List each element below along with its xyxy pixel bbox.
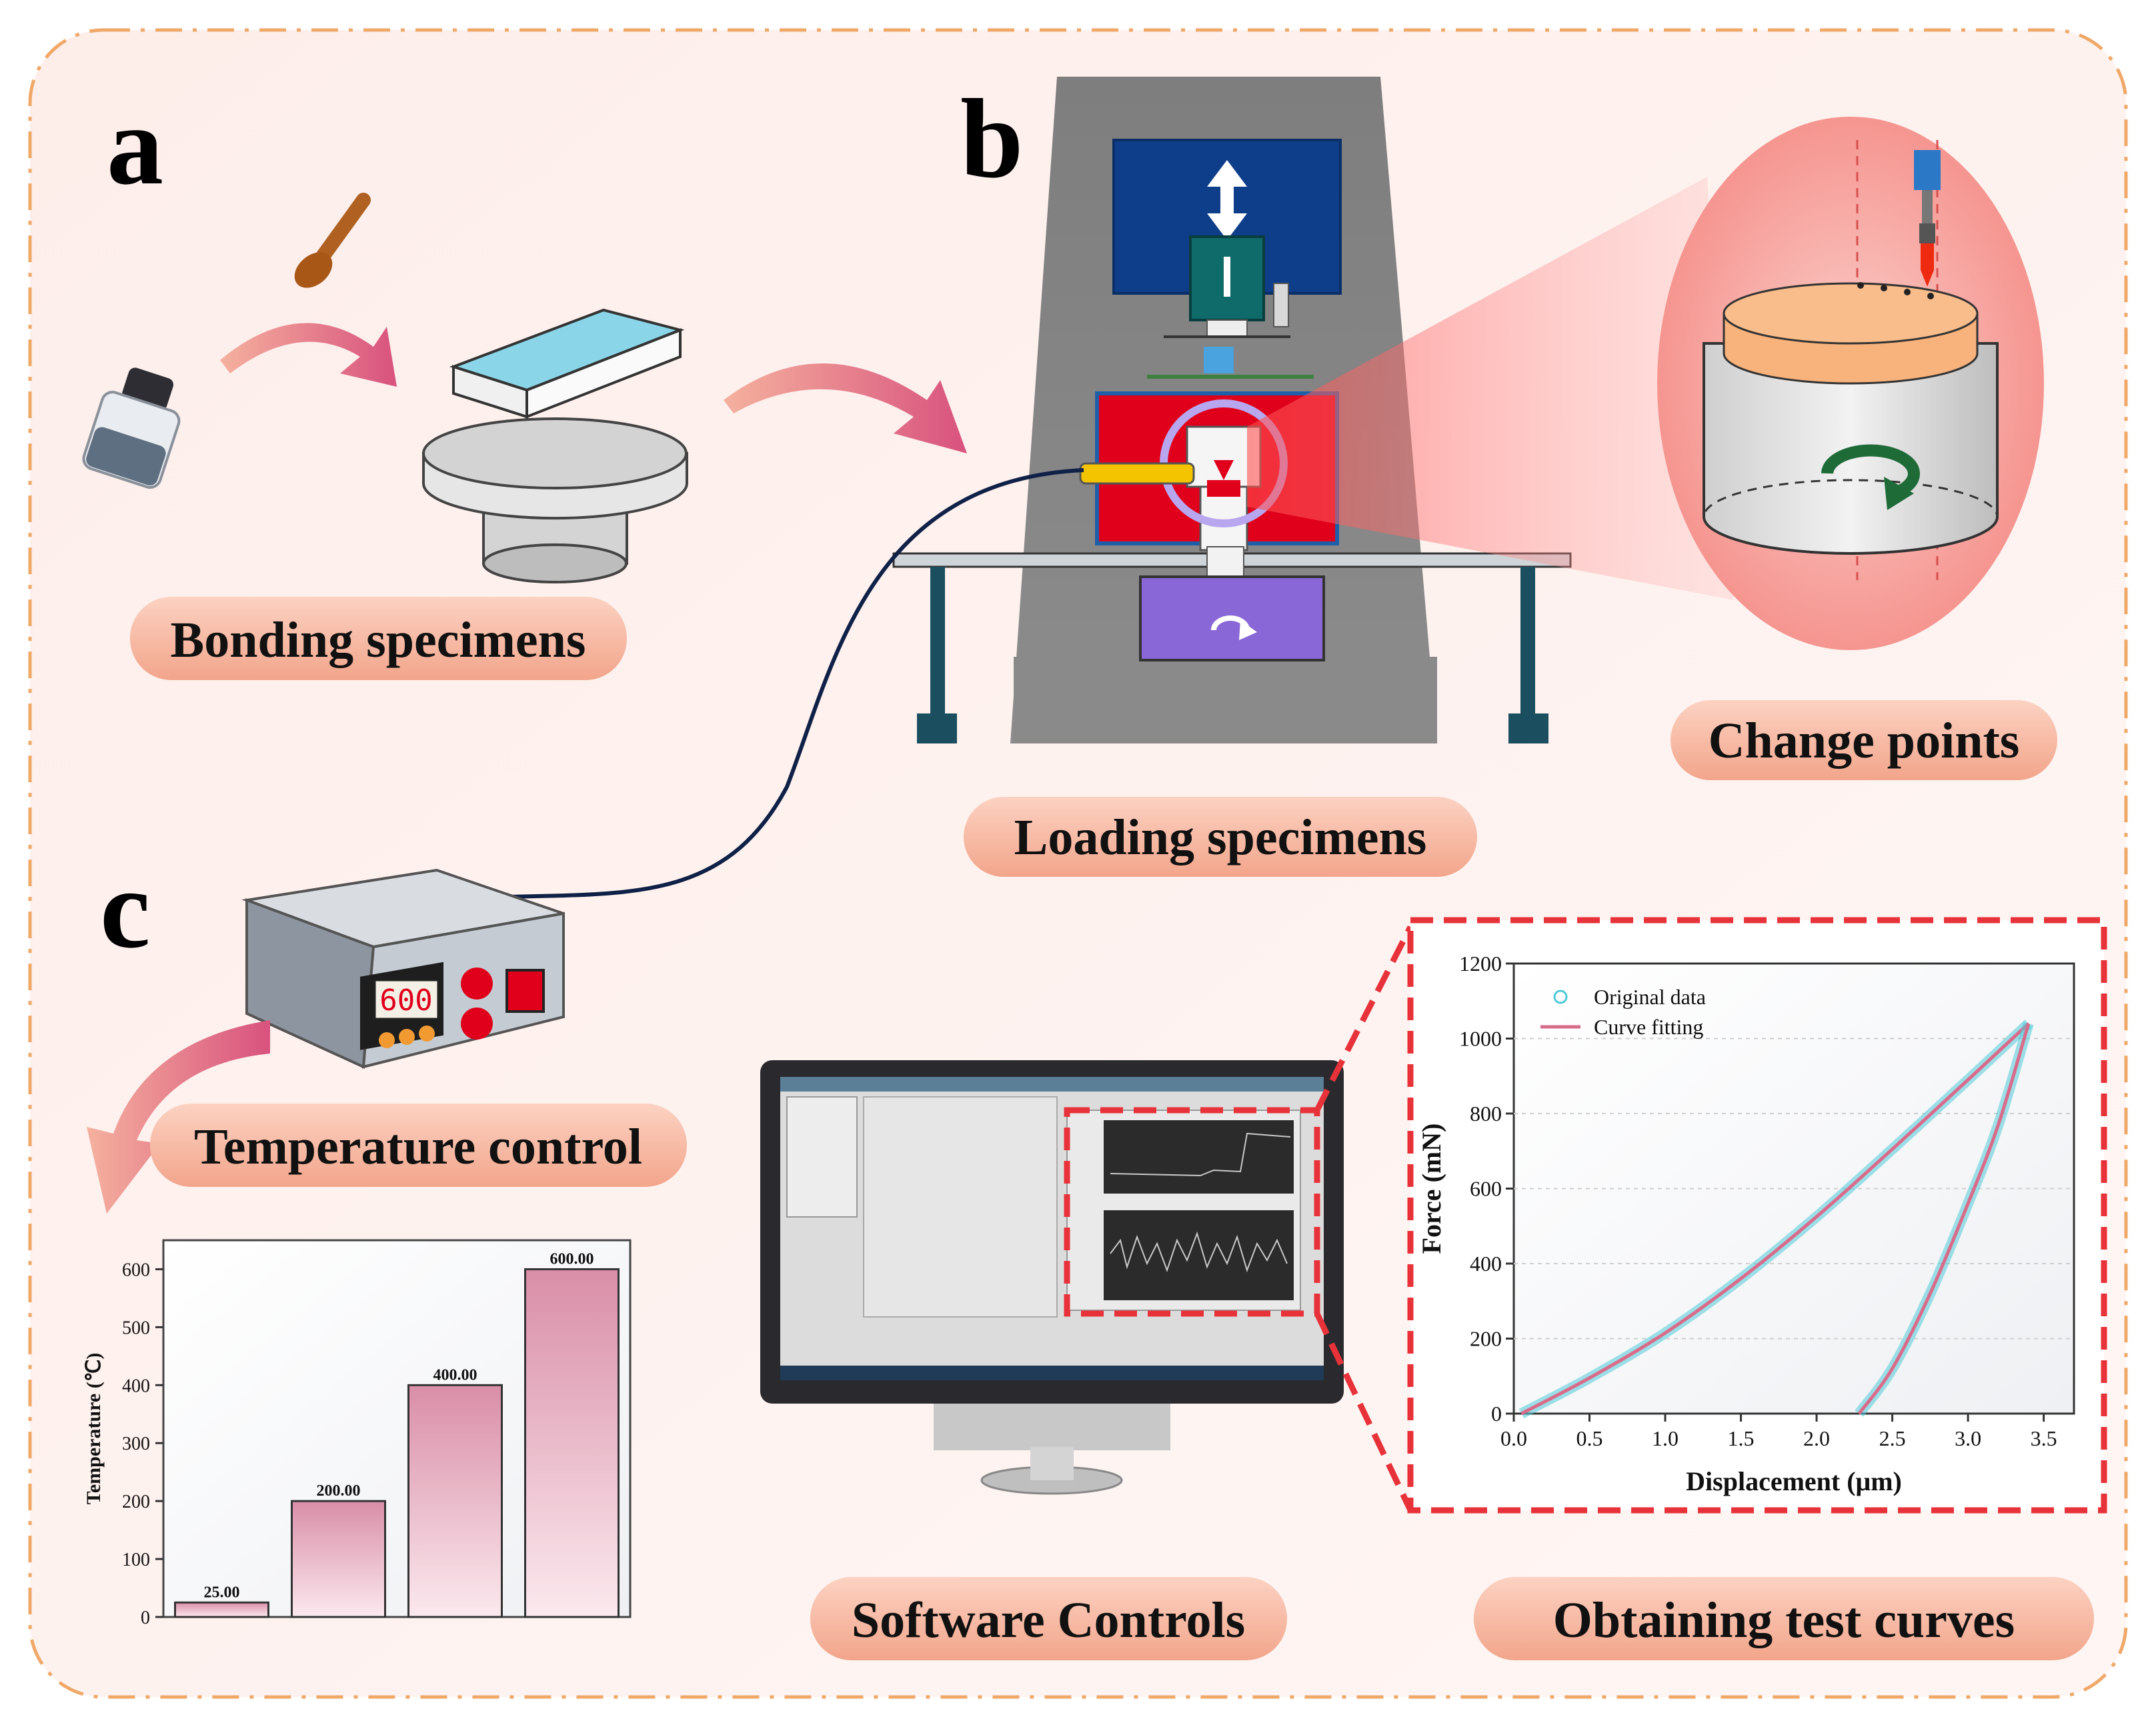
curve-fitting-line (1857, 1023, 2031, 1415)
x-tick-label: 0.0 (1500, 1426, 1527, 1450)
zoom-connector-top (1314, 925, 1414, 1112)
legend-label-original: Original data (1594, 985, 1706, 1009)
x-tick-label: 2.5 (1879, 1426, 1906, 1450)
table-foot-left (917, 713, 957, 743)
panel-label-c: c (100, 846, 150, 972)
load-cell-mark (1224, 257, 1230, 297)
temperature-controller (241, 868, 565, 1070)
label-obtaining-curves: Obtaining test curves (1553, 1592, 2015, 1648)
legend-marker-original (1553, 990, 1568, 1004)
bar-data-label: 600.00 (550, 1250, 594, 1268)
y-tick-label: 0 (141, 1608, 150, 1628)
bar-data-label: 25.00 (204, 1584, 240, 1601)
y-tick-label: 1000 (1459, 1027, 1502, 1051)
label-software-controls: Software Controls (852, 1592, 1245, 1648)
y-axis-label: Temperature (℃) (83, 1353, 105, 1505)
table-foot-right (1508, 713, 1548, 743)
specimen-stage (422, 417, 688, 583)
label-change-points: Change points (1709, 713, 2020, 769)
computer-monitor (760, 1060, 1344, 1495)
panel-label-b: b (960, 76, 1024, 201)
bottle-icon (82, 367, 181, 489)
legend-label-fit: Curve fitting (1594, 1015, 1703, 1039)
process-arrow-3 (87, 1020, 270, 1214)
x-tick-label: 0.5 (1576, 1426, 1603, 1450)
x-tick-label: 3.0 (1955, 1426, 1981, 1450)
label-temperature-control: Temperature control (194, 1119, 642, 1175)
y-tick-label: 100 (122, 1550, 150, 1570)
y-tick-label: 800 (1470, 1102, 1502, 1126)
machine-base (1014, 657, 1437, 743)
x-axis-label: Displacement (μm) (1686, 1466, 1902, 1496)
x-tick-label: 1.0 (1652, 1426, 1679, 1450)
thermocouple-cable (506, 468, 1084, 899)
bar-data-label: 200.00 (317, 1482, 361, 1500)
label-pill-bonding (130, 597, 627, 680)
controller-display (373, 979, 439, 1020)
bar (407, 1384, 503, 1618)
y-tick-label: 600 (122, 1260, 150, 1280)
curve-fitting-line (1520, 1022, 2030, 1416)
process-arrow-2 (724, 363, 967, 453)
thermocouple (1079, 462, 1195, 485)
coupling (1204, 347, 1234, 373)
indenter-probe (1914, 150, 1941, 287)
label-pill-loading (964, 797, 1477, 877)
table-leg-left (930, 567, 945, 717)
y-tick-label: 300 (122, 1434, 150, 1454)
controller-display-value: 600 (379, 984, 432, 1018)
lower-shaft (1206, 546, 1244, 577)
label-pill-change-points (1671, 700, 2057, 780)
panel-label-a: a (107, 83, 163, 208)
label-pill-temperature (150, 1104, 687, 1187)
label-pill-software (810, 1577, 1287, 1660)
rotation-arrow-head (1884, 477, 1914, 510)
y-tick-label: 600 (1470, 1177, 1502, 1201)
bar (174, 1601, 269, 1618)
y-tick-label: 1200 (1459, 952, 1502, 976)
bar (291, 1500, 386, 1618)
specimen (1207, 480, 1240, 497)
indenter-tip (1214, 460, 1234, 480)
process-arrow-1 (220, 323, 397, 387)
y-tick-label: 200 (1470, 1327, 1502, 1351)
zoom-beam (1247, 177, 1734, 600)
sensor-rod (1273, 283, 1289, 327)
spoon-icon (294, 193, 371, 288)
x-tick-label: 3.5 (2031, 1426, 2057, 1450)
zoom-connector-bottom (1314, 1312, 1414, 1512)
y-axis-label: Force (mN) (1416, 1124, 1446, 1254)
y-tick-label: 500 (122, 1318, 150, 1338)
bar-data-label: 400.00 (433, 1366, 477, 1384)
bar (524, 1268, 620, 1618)
x-tick-label: 1.5 (1728, 1426, 1755, 1450)
label-pill-curves (1474, 1577, 2094, 1660)
y-tick-label: 0 (1491, 1402, 1502, 1426)
vertical-move-icon (1207, 160, 1247, 240)
label-loading: Loading specimens (1014, 809, 1427, 866)
rotate-icon-head (1239, 620, 1257, 640)
table-leg-right (1520, 567, 1535, 717)
specimen-cylinder (1703, 282, 1999, 555)
y-tick-label: 200 (122, 1492, 150, 1512)
force-displacement-chart: 0 200 400 600 800 1000 1200 0.0 0.5 1.0 1.5 2.0 2.5 3… (1416, 952, 2075, 1496)
screen-highlight-box (1064, 1107, 1320, 1317)
label-bonding: Bonding specimens (171, 612, 586, 668)
x-tick-label: 2.0 (1803, 1426, 1830, 1450)
y-tick-label: 400 (1470, 1252, 1502, 1276)
shaft (1206, 319, 1248, 337)
bonded-specimen (449, 308, 685, 419)
y-tick-label: 400 (122, 1376, 150, 1396)
rotation-arrow-icon (1821, 444, 1920, 499)
